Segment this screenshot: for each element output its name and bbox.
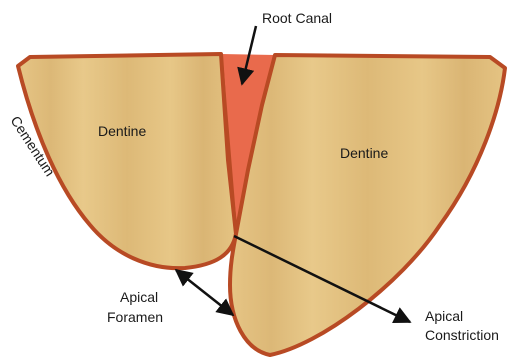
root-canal-label: Root Canal — [262, 10, 332, 26]
apical-foramen-arrow — [176, 270, 233, 315]
apical-constriction-label-line1: Apical — [425, 308, 463, 324]
dentine-right-label: Dentine — [340, 145, 388, 161]
dentine-right-shape — [230, 55, 505, 355]
apical-constriction-label-line2: Constriction — [425, 327, 499, 343]
dentine-left-label: Dentine — [98, 123, 146, 139]
apical-foramen-label-line1: Apical — [120, 289, 158, 305]
apical-foramen-label-line2: Foramen — [107, 309, 163, 325]
